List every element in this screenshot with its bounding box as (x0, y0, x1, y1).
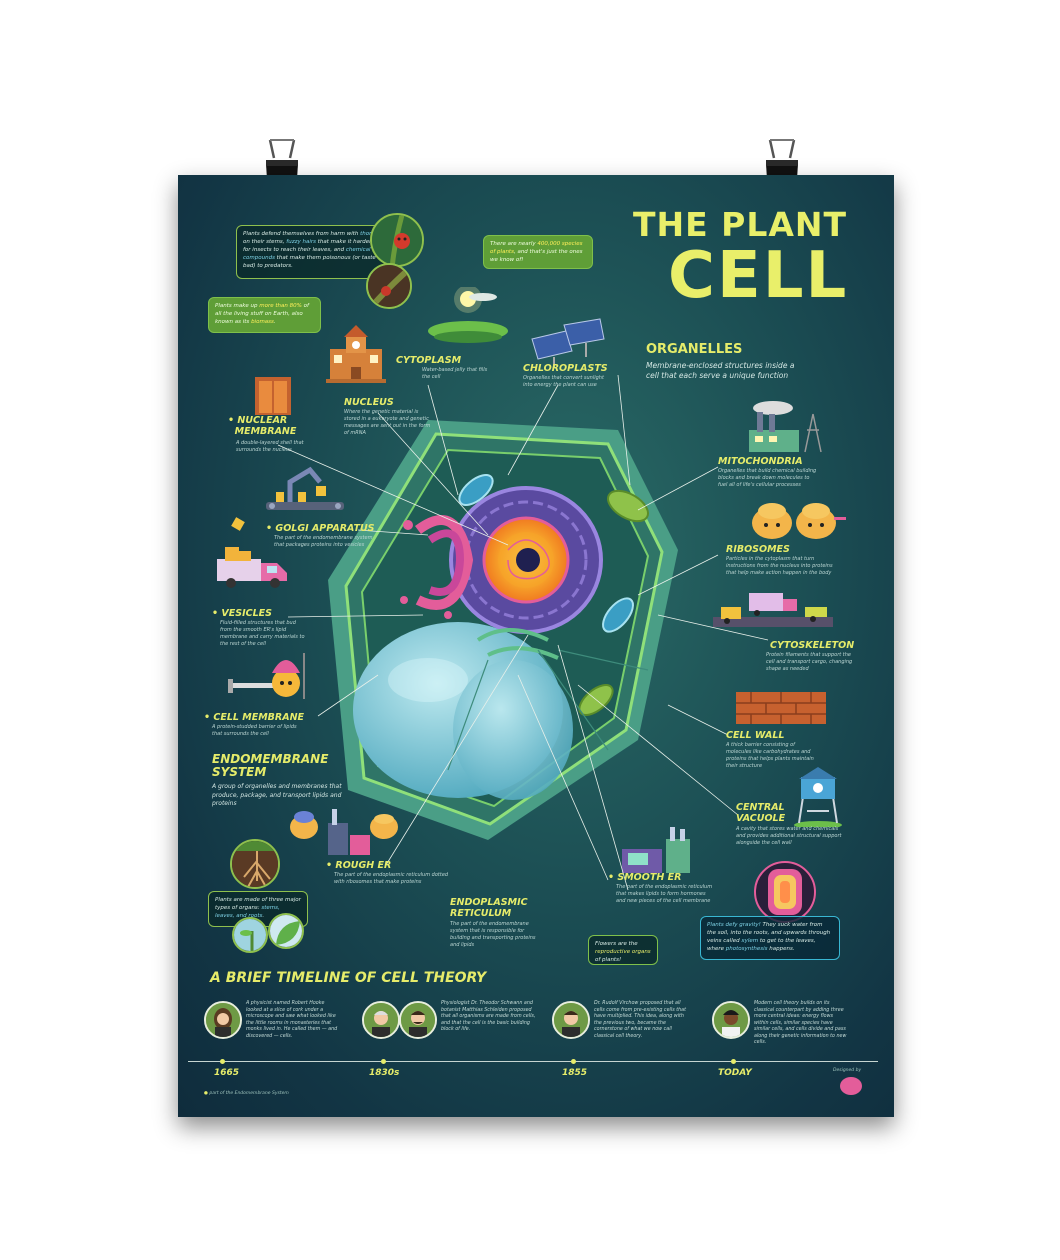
xylem-illustration (754, 861, 816, 923)
fact-gravity: Plants defy gravity! They suck water fro… (700, 916, 840, 960)
timeline-dot-1855 (571, 1059, 576, 1064)
timeline-text-today: Modern cell theory builds on its classic… (754, 1001, 847, 1045)
solar-panels-illustration (531, 318, 605, 367)
poster-title-line1: THE PLANT (633, 205, 848, 244)
avatar-virchow (552, 1001, 590, 1039)
timeline-axis (188, 1061, 878, 1062)
plant-cell-poster: THE PLANT CELL Plants defend themselves … (178, 175, 894, 1117)
timeline-text-1855: Dr. Rudolf Virchow proposed that all cel… (594, 1001, 686, 1039)
label-nucleus: NUCLEUS (344, 397, 394, 408)
fact-flowers: Flowers are the reproductive organs of p… (588, 935, 658, 965)
thorns-illustration (370, 213, 424, 267)
fact-thorns: Plants defend themselves from harm with … (236, 225, 386, 279)
leaf-illustration (268, 913, 304, 949)
label-cell-membrane: • CELL MEMBRANE (204, 712, 305, 723)
rough-er-factory-illustration (290, 809, 398, 855)
water-tower-illustration (794, 767, 842, 827)
mitochondrion (458, 474, 494, 506)
truck-illustration (217, 547, 287, 588)
avatar-hooke (204, 1001, 242, 1039)
year-1830s: 1830s (369, 1068, 400, 1078)
label-cell-wall: CELL WALL (726, 730, 785, 741)
label-nuclear-membrane: • NUCLEAR MEMBRANE (228, 415, 297, 437)
brick-wall-illustration (736, 692, 826, 724)
highway-illustration (713, 593, 833, 627)
designer-logo (840, 1077, 862, 1095)
label-mitochondria: MITOCHONDRIA (718, 456, 803, 467)
label-pointer-lines (277, 374, 769, 891)
power-plant-illustration (749, 401, 822, 453)
footer-note: ● part of the Endomembrane System (204, 1091, 289, 1096)
label-cytoskeleton: CYTOSKELETON (770, 640, 855, 651)
fact-species: There are nearly 400,000 species of plan… (483, 235, 593, 269)
timeline-dot-1665 (220, 1059, 225, 1064)
avatar-schwann (362, 1001, 400, 1039)
guard-illustration (228, 653, 305, 699)
chloroplast (607, 489, 649, 523)
fact-biomass: Plants make up more than 80% of all the … (208, 297, 321, 333)
robot-arm-illustration (266, 466, 344, 510)
label-chloroplasts: CHLOROPLASTS (523, 363, 608, 374)
sun-hill-illustration (428, 287, 508, 343)
year-1855: 1855 (562, 1068, 588, 1078)
label-ribosomes: RIBOSOMES (726, 544, 790, 555)
organelles-title: ORGANELLES (646, 342, 743, 357)
avatar-today (712, 1001, 750, 1039)
year-1665: 1665 (214, 1068, 240, 1078)
town-hall-illustration (326, 325, 386, 383)
timeline-dot-today (731, 1059, 736, 1064)
label-vesicles: • VESICLES (212, 608, 272, 619)
fuzzy-hairs-illustration (366, 263, 412, 309)
door-illustration (255, 377, 291, 415)
ribosome-characters (752, 503, 846, 539)
timeline-text-1830s: Physiologist Dr. Theodor Schwann and bot… (441, 1001, 536, 1032)
organelles-desc: Membrane-enclosed structures inside a ce… (646, 361, 795, 380)
timeline-title: A BRIEF TIMELINE OF CELL THEORY (210, 970, 487, 986)
stem-illustration (232, 917, 268, 953)
label-smooth-er: • SMOOTH ER (608, 872, 682, 883)
label-rough-er: • ROUGH ER (326, 860, 392, 871)
golgi-apparatus (400, 515, 474, 619)
year-today: TODAY (718, 1068, 752, 1078)
poster-title-line2: CELL (668, 239, 849, 313)
footer-credit: Designed by (833, 1068, 862, 1073)
label-golgi-apparatus: • GOLGI APPARATUS (266, 523, 375, 534)
timeline-text-1665: A physicist named Robert Hooke looked at… (246, 1001, 338, 1039)
timeline-dot-1830s (381, 1059, 386, 1064)
plant-cell-diagram (328, 420, 678, 840)
avatar-schleiden (399, 1001, 437, 1039)
roots-illustration (230, 839, 280, 889)
label-cytoplasm: CYTOPLASM (396, 355, 462, 366)
smooth-er-factory-illustration (622, 827, 690, 873)
